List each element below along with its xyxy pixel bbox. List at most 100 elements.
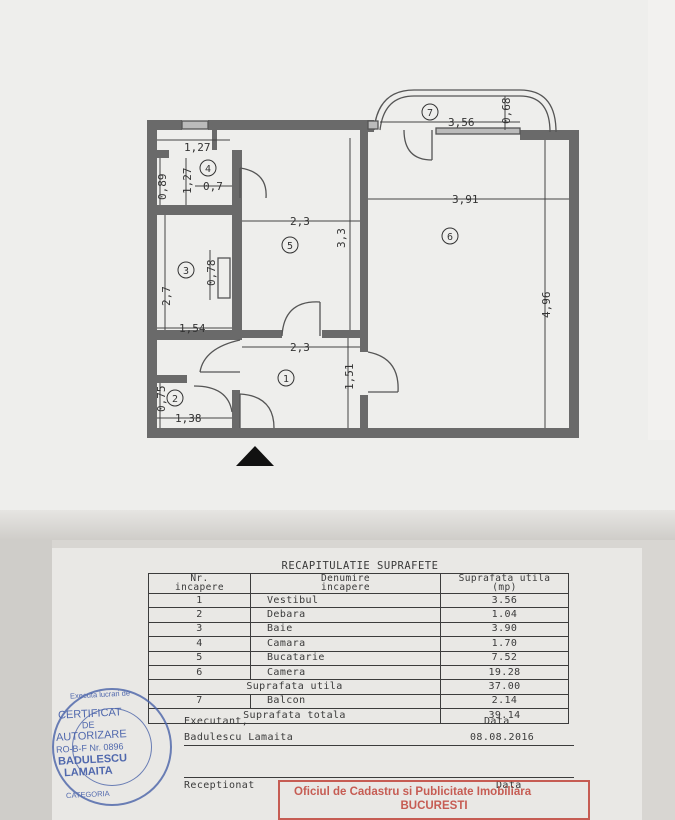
room-marker	[441, 227, 459, 245]
cell-nr: 5	[148, 650, 251, 666]
cell-area: 3.56	[440, 592, 569, 609]
dim-label: 3,56	[448, 116, 475, 129]
wall-west	[147, 120, 157, 438]
date-label-2: Data	[496, 780, 522, 791]
dim-label: 4,96	[540, 292, 553, 319]
cell-name: Vestibul	[250, 592, 441, 609]
wall-north-4	[520, 130, 579, 140]
entrance-arrow-icon	[236, 446, 274, 466]
table-row: 6 Camera 19.28	[148, 664, 569, 681]
wall-pantry-north	[147, 150, 169, 158]
executant-label: Executant,	[184, 716, 249, 727]
dim-label: 1,51	[343, 364, 356, 391]
balcony-outline	[373, 89, 557, 133]
cell-nr: 2	[148, 607, 251, 623]
table-row: 4 Camara 1.70	[148, 636, 569, 652]
cell-name: Baie	[250, 621, 441, 638]
recap-table: Nr. incapere Denumire incapere Suprafata…	[148, 573, 569, 724]
receptionat-label: Receptionat	[184, 780, 255, 791]
floor-plan: 1 2 3 4 5 6 7 1,27 1,27 0,89 0,7 2,3 3,3…	[147, 89, 579, 466]
sheet-edge	[648, 0, 675, 440]
dim-label: 0,89	[156, 174, 169, 201]
door-bath	[199, 339, 241, 373]
wall-bath-stub	[232, 245, 238, 300]
cadastre-stamp: Oficiul de Cadastru si Publicitate Imobi…	[278, 780, 590, 820]
wall-kitchen-south-1	[242, 330, 282, 338]
room-marker	[166, 389, 184, 407]
header-text: incapere	[175, 582, 224, 593]
room-number: 6	[447, 232, 453, 243]
floor-plan-sheet	[0, 0, 675, 535]
table-row-useful: Suprafata utila 37.00	[148, 679, 569, 695]
cell-name: Camara	[250, 636, 441, 652]
door-room	[367, 351, 399, 393]
table-row: 2 Debara 1.04	[148, 607, 569, 623]
dim-label: 2,3	[290, 341, 310, 354]
door-pantry	[239, 167, 267, 199]
footer-divider	[184, 745, 574, 746]
table-row-total: Suprafata totala 39.14	[148, 708, 569, 724]
cell-nr: 4	[148, 636, 251, 652]
table-header-row: Nr. incapere Denumire incapere Suprafata…	[148, 573, 569, 594]
pantry-window	[181, 120, 209, 130]
dim-label: 0,78	[205, 260, 218, 287]
header-text: Suprafata utila	[458, 573, 551, 584]
cell-area: 19.28	[440, 664, 569, 681]
room-number: 1	[283, 374, 289, 385]
cell-area: 3.90	[440, 621, 569, 638]
cell-nr: 7	[148, 693, 251, 710]
cell-useful-label: Suprafata utila	[148, 679, 441, 695]
table-row: 1 Vestibul 3.56	[148, 592, 569, 609]
stamp-text: BUCURESTI	[400, 800, 468, 812]
header-text: (mp)	[492, 582, 517, 593]
cell-nr: 6	[148, 664, 251, 681]
header-text: Nr.	[190, 573, 209, 584]
authorization-stamp	[52, 688, 172, 806]
wall-north-1	[147, 120, 182, 130]
dim-label: 2,7	[160, 286, 173, 306]
wall-closet-east	[232, 390, 240, 432]
wall-pantry-south	[147, 205, 242, 215]
room-marker	[421, 103, 439, 121]
header-text: incapere	[321, 582, 370, 593]
dim-label: 1,27	[181, 168, 194, 195]
date-label: Data	[484, 716, 510, 727]
balcony-outline-inner	[379, 95, 551, 133]
footer-divider	[184, 777, 574, 778]
room-marker	[177, 261, 195, 279]
cell-name: Bucatarie	[250, 650, 441, 666]
door-balcony	[403, 129, 433, 161]
room-marker	[199, 159, 217, 177]
cell-total-value: 39.14	[440, 708, 569, 724]
room-number: 7	[427, 108, 433, 119]
stamp-inner-ring	[72, 708, 152, 786]
wall-bath-east	[232, 150, 242, 336]
door-kitchen	[281, 301, 321, 337]
sheet-fold-shadow	[0, 510, 675, 540]
dim-label: 0,7	[203, 180, 223, 193]
dim-label: 0,75	[155, 386, 168, 413]
cell-area: 1.04	[440, 607, 569, 623]
room-number: 2	[172, 394, 178, 405]
cell-useful-value: 37.00	[440, 679, 569, 695]
dim-label: 1,27	[184, 141, 211, 154]
wall-vestibul-east	[360, 395, 368, 432]
col-header-area: Suprafata utila (mp)	[440, 573, 569, 594]
table-row: 3 Baie 3.90	[148, 621, 569, 638]
wall-north-2	[208, 120, 368, 130]
dim-label: 3,3	[335, 228, 348, 248]
dim-label: 1,38	[175, 412, 202, 425]
stamp-text: DE	[81, 719, 95, 731]
room-marker	[277, 369, 295, 387]
dim-label: 1,54	[179, 322, 206, 335]
wall-pantry-north-2	[232, 150, 242, 158]
door-closet	[193, 385, 233, 413]
executant-name: Badulescu Lamaita	[184, 732, 294, 743]
room-marker	[281, 236, 299, 254]
stamp-text: Oficiul de Cadastru si Publicitate Imobi…	[294, 786, 532, 798]
cell-area: 1.70	[440, 636, 569, 652]
wall-kitchen-south-2	[322, 330, 368, 338]
header-text: Denumire	[321, 573, 370, 584]
stamp-text: LAMAITA	[63, 764, 113, 780]
cell-nr: 3	[148, 621, 251, 638]
